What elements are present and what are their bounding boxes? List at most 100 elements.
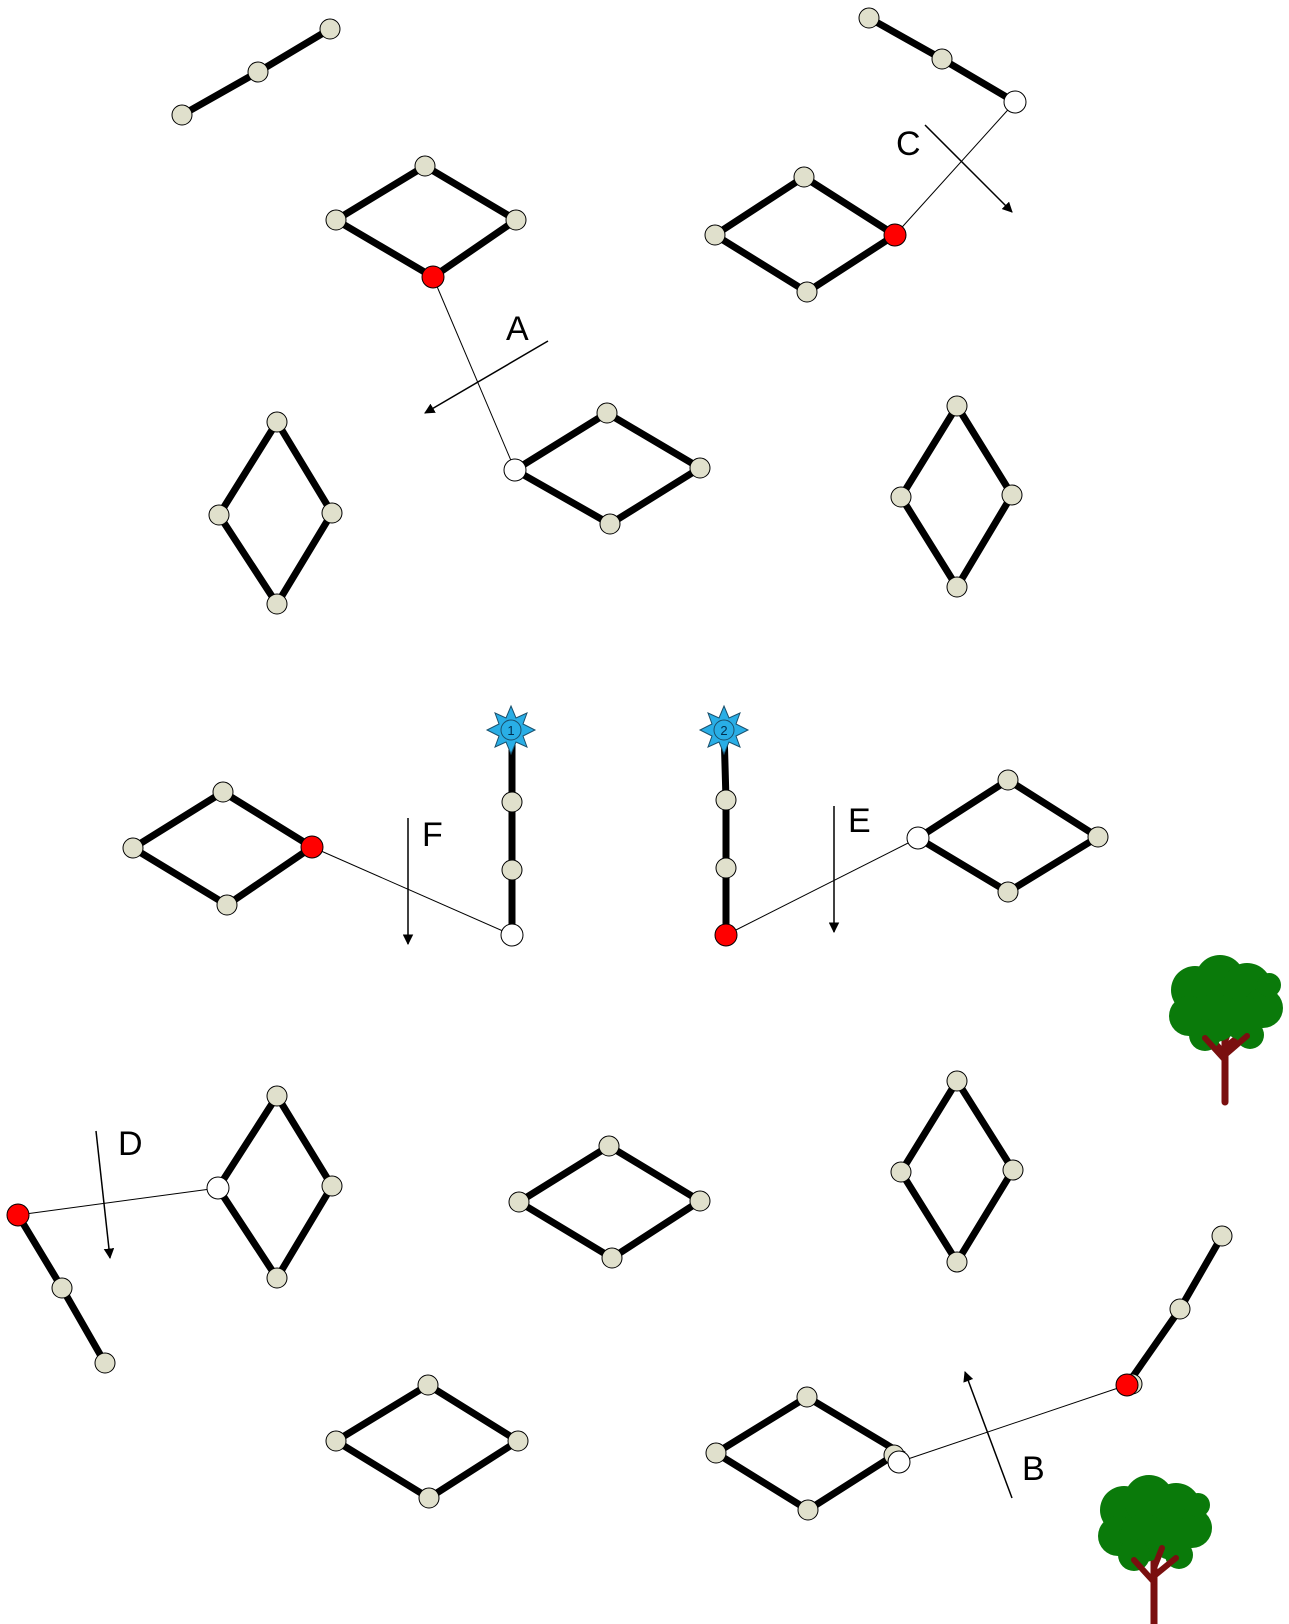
diamond-6-bonds	[133, 792, 312, 905]
atom	[415, 156, 435, 176]
atom	[947, 1071, 967, 1091]
atom	[267, 594, 287, 614]
atom-open	[501, 924, 523, 946]
atom	[891, 1162, 911, 1182]
bond	[18, 1215, 62, 1288]
atom	[248, 62, 268, 82]
atom	[52, 1278, 72, 1298]
atom-highlight	[1116, 1374, 1138, 1396]
atom	[267, 412, 287, 432]
diamond-10-bonds	[901, 1081, 1013, 1262]
atom-highlight	[715, 924, 737, 946]
atom	[506, 210, 526, 230]
atom	[690, 1191, 710, 1211]
arrow-d	[96, 1131, 110, 1258]
label-a: A	[506, 310, 529, 348]
arrow-b	[965, 1372, 1012, 1498]
atom	[947, 577, 967, 597]
arrows	[96, 125, 1012, 1498]
atom	[716, 858, 736, 878]
atom	[600, 514, 620, 534]
atom-highlight	[422, 266, 444, 288]
atom	[1212, 1226, 1232, 1246]
bond	[1127, 1309, 1180, 1385]
atom	[859, 8, 879, 28]
atom	[797, 282, 817, 302]
atom-highlight	[884, 224, 906, 246]
anchor-2-label: 2	[720, 723, 727, 738]
atom	[209, 505, 229, 525]
diamond-3-bonds	[515, 413, 700, 524]
atom	[326, 1431, 346, 1451]
atom	[716, 790, 736, 810]
atom	[947, 1252, 967, 1272]
atom	[502, 792, 522, 812]
atom	[213, 782, 233, 802]
atom	[326, 210, 346, 230]
atoms	[7, 8, 1232, 1520]
atom	[419, 1488, 439, 1508]
bond	[258, 29, 330, 72]
bond	[869, 18, 942, 59]
atom	[947, 396, 967, 416]
atom	[891, 487, 911, 507]
star-anchor-icon: 1	[487, 706, 535, 754]
diamond-4-bonds	[219, 422, 332, 604]
atom	[267, 1268, 287, 1288]
label-d: D	[118, 1125, 143, 1163]
atom-open	[1004, 91, 1026, 113]
atom	[172, 105, 192, 125]
connector-e	[726, 838, 918, 935]
atom-open	[504, 459, 526, 481]
bond	[62, 1288, 105, 1363]
atom	[797, 1387, 817, 1407]
diamond-5-bonds	[901, 406, 1012, 587]
label-b: B	[1022, 1450, 1045, 1488]
anchor-1-label: 1	[507, 723, 514, 738]
atom	[123, 838, 143, 858]
diamond-9-bonds	[519, 1146, 700, 1258]
diamond-1-bonds	[336, 166, 516, 277]
atom	[602, 1248, 622, 1268]
atom	[1088, 827, 1108, 847]
bond	[182, 72, 258, 115]
bond	[942, 59, 1015, 102]
diamond-2-bonds	[715, 177, 895, 292]
atom	[508, 1431, 528, 1451]
atom	[418, 1375, 438, 1395]
atom	[1002, 485, 1022, 505]
diamond-7-bonds	[918, 780, 1098, 892]
star-anchor-icon: 2	[700, 706, 748, 754]
atom-highlight	[7, 1204, 29, 1226]
connector-b	[899, 1385, 1127, 1462]
diamond-8-bonds	[218, 1096, 332, 1278]
atom	[998, 770, 1018, 790]
atom	[705, 225, 725, 245]
atom	[95, 1353, 115, 1373]
connector-a	[433, 277, 515, 470]
atom	[932, 49, 952, 69]
atom	[690, 458, 710, 478]
atom	[998, 882, 1018, 902]
connector-c	[895, 102, 1015, 235]
tree-icon	[1169, 955, 1283, 1102]
atom	[798, 1500, 818, 1520]
atom	[794, 167, 814, 187]
connector-d	[18, 1188, 218, 1215]
atom	[267, 1086, 287, 1106]
label-e: E	[848, 802, 871, 840]
atom-open	[888, 1451, 910, 1473]
atom	[706, 1443, 726, 1463]
atom	[509, 1192, 529, 1212]
atom	[599, 1136, 619, 1156]
atom	[322, 503, 342, 523]
atom-open	[207, 1177, 229, 1199]
bond	[1180, 1236, 1222, 1309]
atom	[217, 895, 237, 915]
atom	[322, 1176, 342, 1196]
label-c: C	[896, 125, 921, 163]
diamond-12-bonds	[716, 1397, 899, 1510]
arrow-c	[925, 125, 1012, 212]
